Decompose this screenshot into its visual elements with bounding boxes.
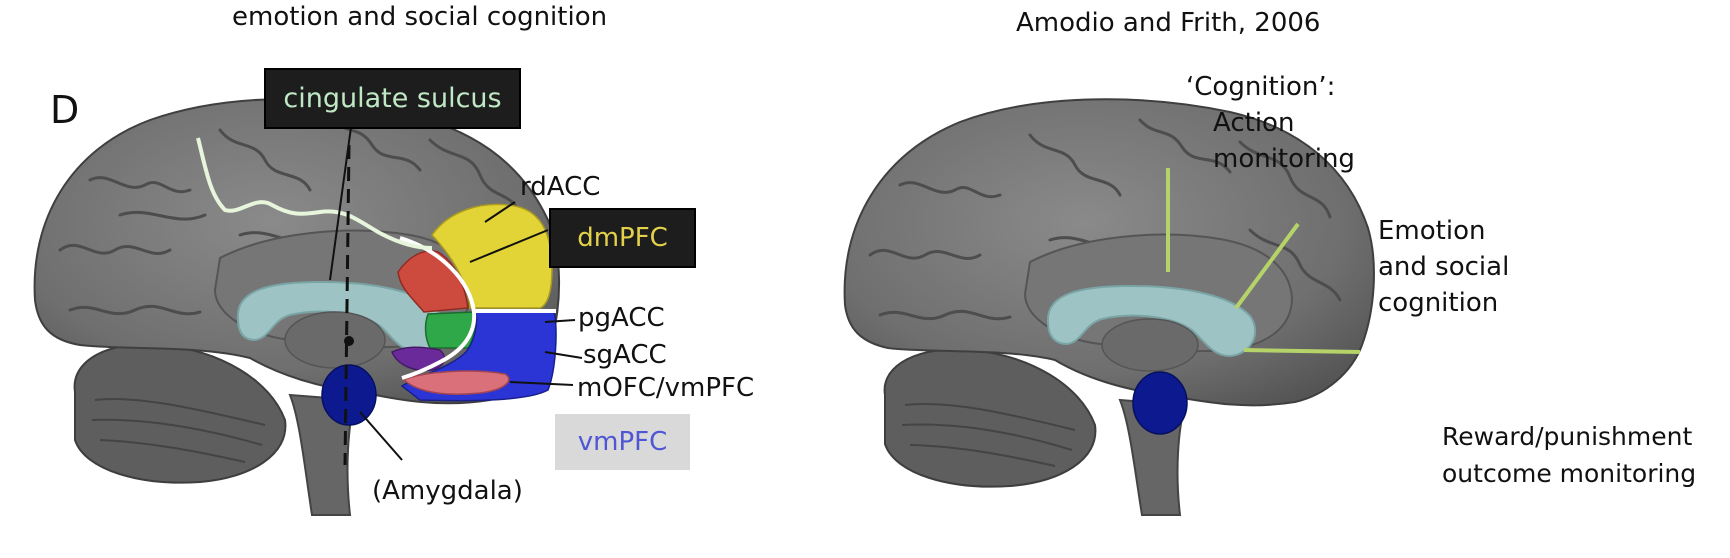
dmpfc-label-box: dmPFC xyxy=(549,208,696,268)
left-panel-title: emotion and social cognition xyxy=(232,2,608,32)
rdacc-label: rdACC xyxy=(520,172,601,202)
dmpfc-label: dmPFC xyxy=(577,223,668,253)
right-brain xyxy=(843,98,1375,516)
vmpfc-label: vmPFC xyxy=(577,427,668,457)
reward-label-line-2: outcome monitoring xyxy=(1442,459,1697,488)
reward-label-line-1: Reward/punishment xyxy=(1442,422,1693,451)
emotion-label-line-2: and social xyxy=(1378,252,1510,282)
cingulate-sulcus-label-box: cingulate sulcus xyxy=(264,68,521,129)
emotion-label-line-3: cognition xyxy=(1378,288,1499,318)
cognition-label-line-1: ‘Cognition’: xyxy=(1186,72,1336,102)
cognition-label-line-3: monitoring xyxy=(1213,144,1355,174)
mofc-vmpfc-label: mOFC/vmPFC xyxy=(577,373,755,403)
sgacc-label: sgACC xyxy=(583,340,667,370)
cognition-label-line-2: Action xyxy=(1213,108,1295,138)
pgacc-label: pgACC xyxy=(578,303,665,333)
panel-letter: D xyxy=(50,88,80,132)
vmpfc-label-box: vmPFC xyxy=(555,414,690,470)
emotion-label-line-1: Emotion xyxy=(1378,216,1486,246)
cingulate-sulcus-label: cingulate sulcus xyxy=(283,83,502,114)
citation-label: Amodio and Frith, 2006 xyxy=(1016,8,1321,38)
left-brain xyxy=(33,98,583,516)
amygdala-label: (Amygdala) xyxy=(372,476,523,506)
